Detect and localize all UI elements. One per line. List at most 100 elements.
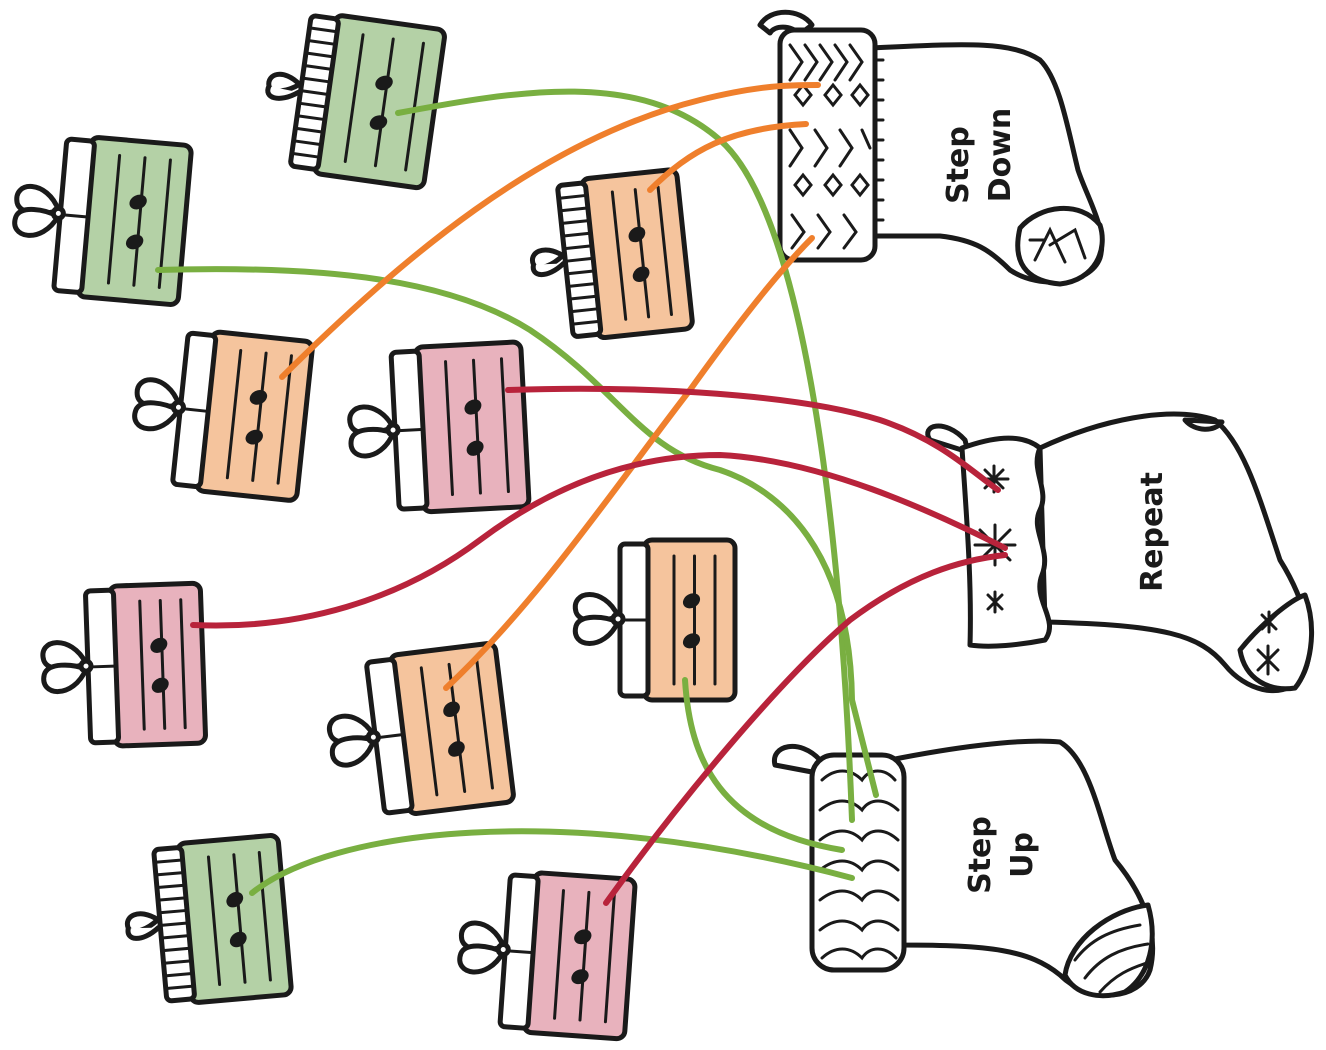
gift-g8[interactable] [572, 537, 738, 703]
bow-icon [40, 640, 94, 695]
lid-stripe [306, 51, 334, 59]
lid-stripe [165, 972, 193, 978]
lid-stripe [161, 934, 189, 940]
lid-stripe [560, 206, 588, 213]
lid-stripe [568, 282, 596, 288]
lid-stripe [166, 984, 194, 990]
music-staff [225, 348, 293, 485]
lid-stripe [294, 139, 321, 146]
gift-g9[interactable] [121, 833, 294, 1008]
lid-ribbon [180, 407, 208, 413]
lid-ribbon [395, 428, 423, 433]
music-staff [553, 889, 616, 1024]
lid-stripe [308, 39, 335, 46]
gift-g1[interactable] [257, 7, 447, 191]
repeat-label: Repeat [1135, 472, 1170, 592]
lid-ribbon [60, 213, 88, 219]
bow-icon [572, 592, 626, 646]
bow-icon [457, 920, 511, 975]
stocking-repeat[interactable]: Repeat [925, 411, 1315, 694]
note-head [375, 75, 393, 91]
bow-icon [12, 183, 66, 238]
note-head [150, 637, 168, 653]
lid-stripe [155, 858, 183, 864]
note-head [571, 969, 589, 985]
note-head [245, 429, 263, 445]
lid-stripe [302, 76, 330, 84]
lid-ribbon [505, 949, 533, 954]
stocking-step-down[interactable]: Step Down [757, 9, 1105, 287]
gift-g7[interactable] [321, 641, 516, 823]
music-staff [106, 154, 172, 289]
lid-stripe [157, 883, 185, 889]
line-g9-step-up [249, 828, 855, 896]
step-up-label-line2: Up [1005, 832, 1040, 878]
lid-stripe [299, 101, 327, 109]
gift-group [9, 7, 738, 1042]
note-head [682, 633, 701, 649]
note-head [151, 677, 169, 693]
note-head [369, 115, 388, 130]
bow-icon [265, 71, 303, 101]
gift-g5[interactable] [346, 339, 532, 516]
connection-lines [155, 82, 1008, 906]
lid-stripe [292, 152, 320, 159]
lid-stripe [571, 307, 598, 313]
lid-stripe [564, 244, 592, 250]
lid-stripe [162, 946, 190, 953]
line-g6-repeat [190, 451, 1008, 629]
bow-icon [326, 713, 381, 768]
line-g1-step-up [395, 88, 855, 823]
lid-stripe [559, 194, 587, 200]
bow-icon [347, 404, 401, 459]
line-g7-step-down [443, 235, 815, 691]
lid-stripe [563, 231, 591, 238]
lid-stripe [297, 114, 325, 121]
line-g3-step-down [279, 82, 821, 380]
note-head [682, 593, 701, 609]
lid-stripe [561, 219, 589, 225]
note-head [628, 226, 646, 243]
gift-box [641, 537, 738, 703]
note-head [226, 891, 244, 908]
gift-box [107, 580, 208, 749]
music-staff [419, 659, 494, 797]
line-g10-repeat [603, 552, 1008, 906]
note-head [229, 931, 247, 948]
bow-icon [124, 911, 161, 941]
line-g2-step-up [155, 266, 879, 798]
music-staff [343, 33, 425, 172]
gift-g6[interactable] [40, 580, 208, 749]
note-head [129, 194, 147, 210]
lid-stripe [295, 127, 323, 134]
lid-stripe [158, 896, 186, 902]
step-up-label-line1: Step [963, 816, 998, 894]
bow-icon [530, 247, 567, 278]
gift-g3[interactable] [128, 324, 315, 503]
lid-stripe [160, 921, 188, 927]
lid-stripe [572, 320, 600, 326]
note-head [632, 266, 650, 282]
gift-box [412, 339, 532, 515]
note-head [574, 929, 592, 945]
stocking-step-up[interactable]: Step Up [772, 738, 1156, 999]
lid-stripe [164, 959, 191, 965]
lid-stripe [156, 871, 184, 877]
lid-ribbon [88, 664, 116, 669]
lid-ribbon [375, 733, 403, 740]
note-head [125, 234, 144, 250]
bow-icon [132, 377, 186, 432]
note-head [443, 701, 460, 718]
note-head [464, 399, 482, 415]
note-head [466, 440, 484, 456]
gift-g4[interactable] [525, 167, 695, 344]
gift-g2[interactable] [9, 131, 194, 307]
music-staff [138, 598, 187, 731]
gift-g10[interactable] [455, 868, 638, 1042]
lid-stripe [309, 26, 337, 34]
line-g5-repeat [505, 385, 1001, 493]
music-staff [206, 851, 272, 986]
step-down-label-line2: Down [983, 108, 1018, 203]
